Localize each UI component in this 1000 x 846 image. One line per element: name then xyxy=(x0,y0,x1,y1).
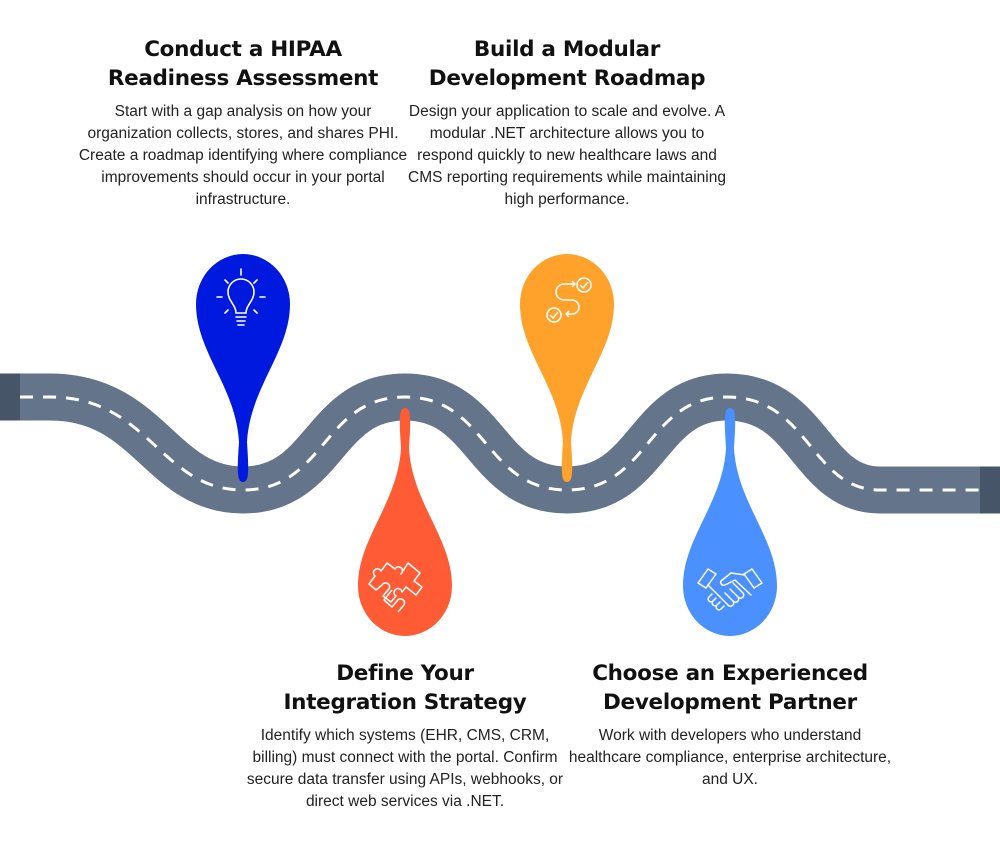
step-title-line: Define Your xyxy=(336,661,474,686)
step-title-line: Integration Strategy xyxy=(283,690,527,715)
step-conduct-hipaa-assessment: Conduct a HIPAA Readiness Assessment Star… xyxy=(78,35,408,211)
roadmap-path-icon xyxy=(546,277,592,323)
step-description: Start with a gap analysis on how your or… xyxy=(78,103,408,208)
road-lane-markings xyxy=(20,395,980,492)
step-title: Conduct a HIPAA Readiness Assessment xyxy=(78,35,408,93)
puzzle-icon xyxy=(368,562,423,613)
pin-step-2 xyxy=(520,254,614,482)
step-title-line: Readiness Assessment xyxy=(107,66,379,91)
handshake-icon xyxy=(697,568,763,611)
pin-step-3 xyxy=(358,408,452,636)
pin-step-4 xyxy=(683,408,777,636)
step-title-line: Choose an Experienced xyxy=(592,661,868,686)
step-title-line: Development Roadmap xyxy=(428,66,706,91)
lightbulb-icon xyxy=(216,268,266,326)
road-end-cap xyxy=(980,466,1000,514)
step-description: Work with developers who understand heal… xyxy=(568,727,892,788)
road-start-cap xyxy=(0,373,20,421)
step-title-line: Conduct a HIPAA xyxy=(144,37,342,62)
step-description: Design your application to scale and evo… xyxy=(408,103,726,208)
step-title-line: Development Partner xyxy=(603,690,857,715)
road xyxy=(0,373,1000,514)
step-title-line: Build a Modular xyxy=(473,37,661,62)
step-description: Identify which systems (EHR, CMS, CRM, b… xyxy=(246,727,564,810)
pin-step-1 xyxy=(196,254,290,482)
